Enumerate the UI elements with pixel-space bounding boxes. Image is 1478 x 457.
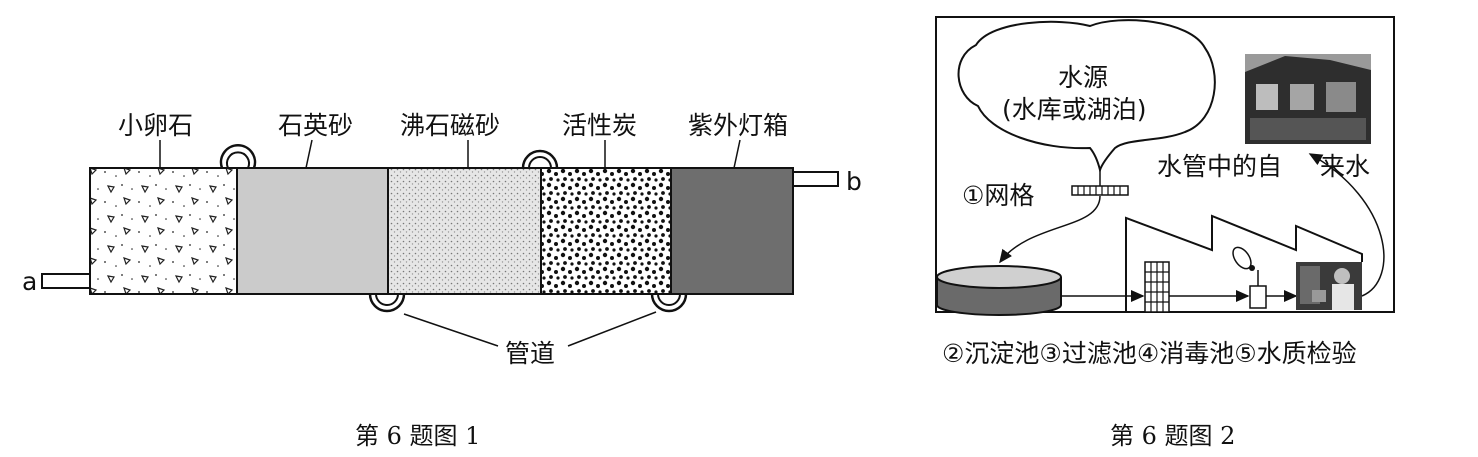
bottom-pipe-loop-1-inner xyxy=(375,293,399,306)
water-source-title: 水源 xyxy=(1058,63,1108,92)
inlet-pipe xyxy=(41,273,91,289)
figure1-caption: 第 6 题图 1 xyxy=(355,422,480,450)
quartz-sand-chamber xyxy=(236,167,389,295)
pipe-label: 管道 xyxy=(505,339,555,368)
pebble-label: 小卵石 xyxy=(118,111,193,140)
top-pipe-loop-1-inner xyxy=(226,151,250,169)
quartz-sand-label: 石英砂 xyxy=(278,111,353,140)
pipe-leader-left xyxy=(403,313,499,347)
mesh-step-label: ①网格 xyxy=(962,181,1034,210)
pipe-leader-right xyxy=(567,311,657,347)
carbon-chamber xyxy=(540,167,672,295)
top-pipe-loop-2 xyxy=(521,149,559,169)
sedimentation-tank xyxy=(936,265,1062,316)
outlet-pipe xyxy=(792,171,839,187)
flow-arrow-to-tank xyxy=(999,195,1101,264)
factory-building xyxy=(1125,214,1363,312)
tap-water-label-part2: 来水 xyxy=(1320,152,1370,181)
outlet-label: b xyxy=(846,167,862,196)
tap-water-label-part1: 水管中的自 xyxy=(1157,152,1282,181)
bottom-pipe-loop-2 xyxy=(650,293,688,313)
mesh-grid-icon xyxy=(1071,185,1129,196)
filtration-grid-icon xyxy=(1144,261,1170,313)
inlet-label: a xyxy=(22,267,37,296)
top-pipe-loop-1 xyxy=(219,144,257,169)
water-source-cloud xyxy=(957,19,1216,174)
uv-leader xyxy=(733,139,741,169)
figure2-caption: 第 6 题图 2 xyxy=(1110,422,1235,450)
figure2-water-treatment: 水源 (水库或湖泊) ①网格 xyxy=(935,16,1395,450)
process-steps-label: ②沉淀池③过滤池④消毒池⑤水质检验 xyxy=(942,339,1357,368)
top-pipe-loop-2-inner xyxy=(528,156,552,169)
zeolite-chamber xyxy=(387,167,542,295)
flow-arrow-to-tap-water xyxy=(1308,153,1385,297)
water-source-subtitle: (水库或湖泊) xyxy=(1002,95,1147,124)
bottom-pipe-loop-2-inner xyxy=(657,293,681,306)
bottom-pipe-loop-1 xyxy=(368,293,406,313)
zeolite-label: 沸石磁砂 xyxy=(400,111,500,140)
uv-lamp-box xyxy=(670,167,794,295)
figure1-filter-apparatus: a b 小卵石 石英砂 沸石磁砂 活性炭 紫外灯箱 xyxy=(22,111,862,450)
tap-water-building-photo xyxy=(1245,54,1371,144)
uv-box-label: 紫外灯箱 xyxy=(688,111,788,140)
pebble-chamber xyxy=(89,167,238,295)
quartz-leader xyxy=(305,139,313,169)
water-testing-photo xyxy=(1296,262,1362,310)
disinfection-device-icon xyxy=(1232,246,1267,309)
carbon-label: 活性炭 xyxy=(562,111,637,140)
